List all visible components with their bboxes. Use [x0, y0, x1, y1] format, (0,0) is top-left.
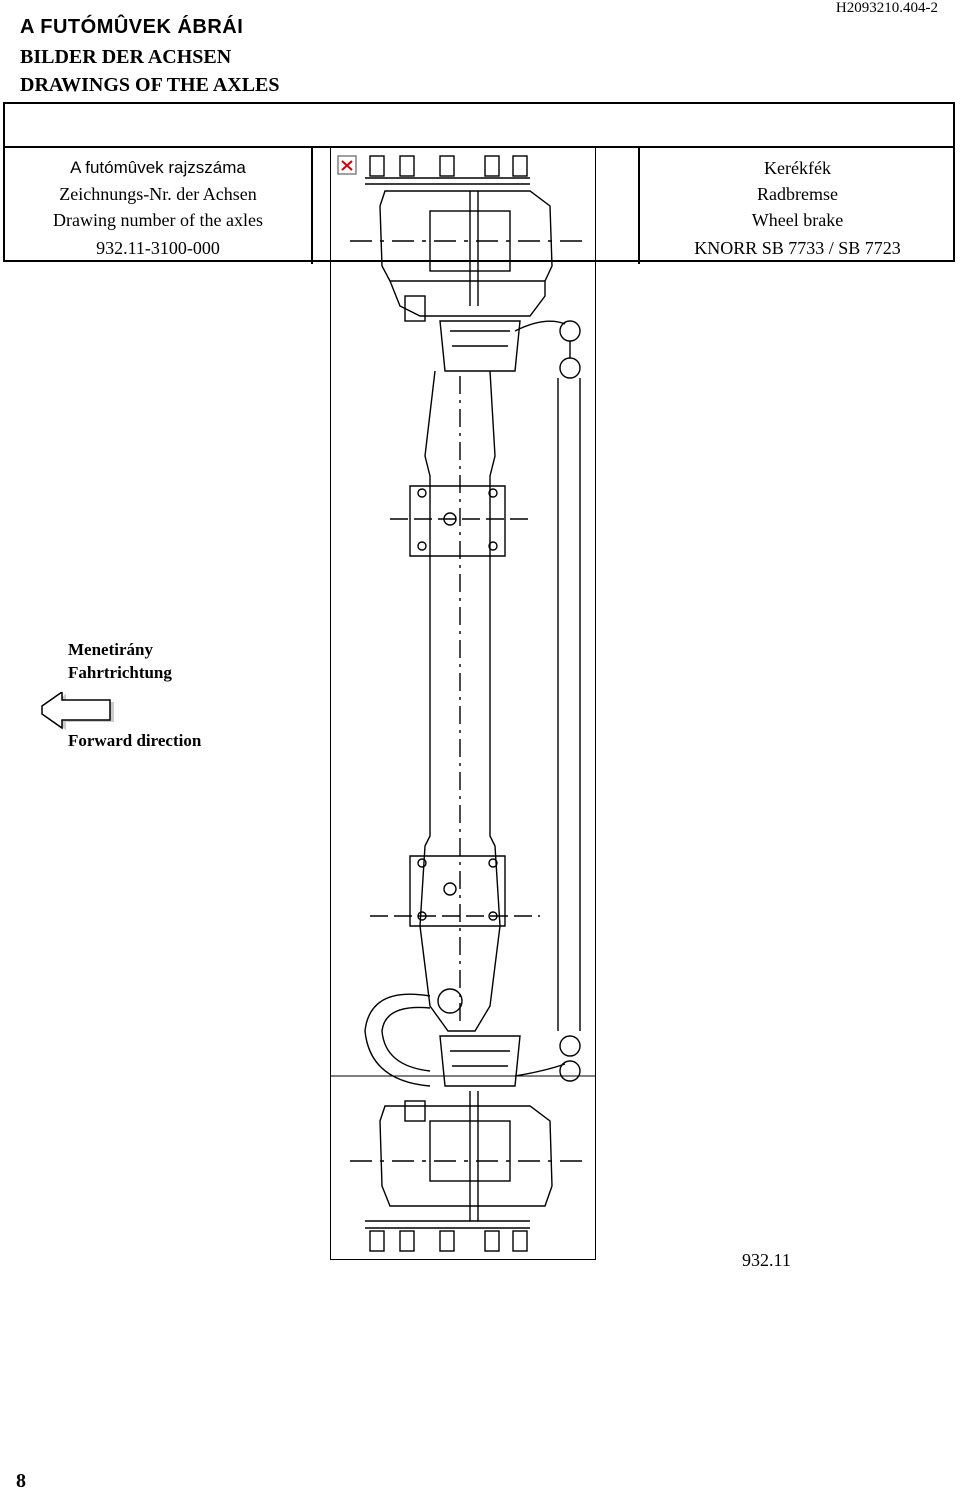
wheel-brake-label-hu: Kerékfék [764, 158, 831, 178]
axle-drawing [330, 155, 596, 1252]
document-id: H2093210.404-2 [835, 0, 938, 16]
drawing-number-label-de: Zeichnungs-Nr. der Achsen [59, 184, 257, 204]
direction-label-en: Forward direction [68, 731, 202, 750]
broken-image-icon [337, 155, 357, 175]
table-divider-left [311, 146, 313, 264]
direction-label-hu: Menetirány [68, 640, 153, 659]
left-arrow-icon [41, 692, 114, 730]
page-number: 8 [16, 1470, 26, 1492]
drawing-number-label-en: Drawing number of the axles [53, 210, 263, 230]
drawing-code: 932.11 [742, 1250, 791, 1270]
axle-drawing-frame [330, 146, 596, 1260]
wheel-brake-cell: Kerékfék Radbremse Wheel brake KNORR SB … [640, 155, 955, 261]
table-divider [3, 146, 955, 148]
wheel-brake-value: KNORR SB 7733 / SB 7723 [694, 238, 901, 258]
title-hungarian: A FUTÓMÛVEK ÁBRÁI [20, 16, 244, 38]
drawing-number-value: 932.11-3100-000 [96, 238, 220, 258]
title-english: DRAWINGS OF THE AXLES [20, 74, 280, 96]
drawing-number-cell: A futómûvek rajzszáma Zeichnungs-Nr. der… [5, 155, 311, 261]
direction-label-de: Fahrtrichtung [68, 663, 172, 682]
wheel-brake-label-de: Radbremse [757, 184, 838, 204]
drawing-number-label-hu: A futómûvek rajzszáma [70, 158, 246, 177]
title-german: BILDER DER ACHSEN [20, 46, 232, 68]
wheel-brake-label-en: Wheel brake [751, 210, 844, 230]
table-divider-right [638, 146, 640, 264]
info-table-frame [3, 102, 955, 262]
